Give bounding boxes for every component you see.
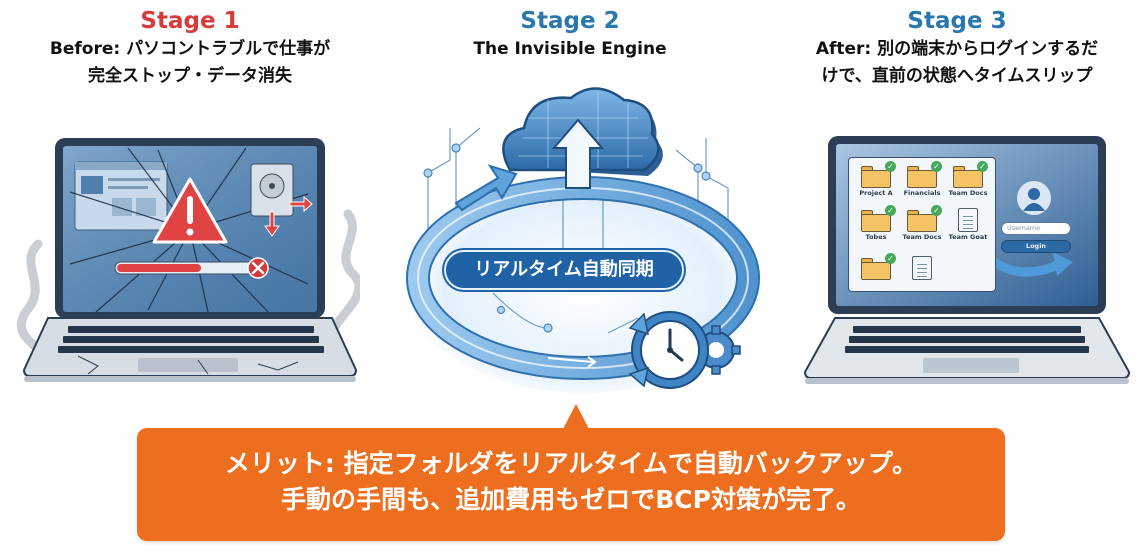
folder-item[interactable]: ✓ Project A <box>853 161 899 197</box>
folder-icon: ✓ <box>907 205 942 232</box>
app-window-icon <box>74 161 168 231</box>
restored-files-panel: ✓ Project A ✓ Financials ✓ Team Docs ✓ T… <box>848 157 996 292</box>
stage-3-desc-line1: After: 別の端末からログインするだ <box>815 39 1099 59</box>
folder-item[interactable]: ✓ Team Docs <box>902 205 942 241</box>
folder-icon: ✓ <box>861 161 896 188</box>
folder-icon: ✓ <box>861 205 896 232</box>
merit-line-2: 手動の手間も、追加費用もゼロでBCP対策が完了。 <box>281 485 861 514</box>
folder-item[interactable]: ✓ Financials <box>903 161 942 197</box>
clock-icon <box>628 311 741 389</box>
sync-check-icon: ✓ <box>977 161 988 172</box>
broken-laptop-illustration <box>8 134 360 392</box>
sync-check-icon: ✓ <box>931 161 942 172</box>
stage-1-title: Stage 1 <box>140 8 240 34</box>
sync-check-icon: ✓ <box>885 205 896 216</box>
sync-check-icon: ✓ <box>885 253 896 264</box>
failed-progress-bar <box>114 257 269 279</box>
stage-2-header: Stage 2 The Invisible Engine <box>420 6 720 63</box>
merit-line-1: メリット: 指定フォルダをリアルタイムで自動バックアップ。 <box>224 449 918 478</box>
stage-1-desc-line1: Before: パソコントラブルで仕事が <box>49 39 331 59</box>
folder-icon: ✓ <box>907 161 942 188</box>
sync-check-icon: ✓ <box>885 161 896 172</box>
document-icon <box>958 208 978 232</box>
stage-3-title: Stage 3 <box>907 8 1007 34</box>
realtime-sync-label: リアルタイム自動同期 <box>444 250 684 290</box>
stage-2-title: Stage 2 <box>520 8 620 34</box>
document-icon <box>912 256 932 280</box>
sync-check-icon: ✓ <box>931 205 942 216</box>
merit-callout: メリット: 指定フォルダをリアルタイムで自動バックアップ。 手動の手間も、追加費… <box>137 404 1005 541</box>
folder-item[interactable]: ✓ Tobes <box>853 205 899 241</box>
username-field[interactable]: Username <box>1001 222 1071 235</box>
user-avatar-icon <box>1017 181 1051 215</box>
cloud-sync-engine-illustration <box>398 78 768 398</box>
folder-item[interactable]: ✓ Team Docs <box>948 161 988 197</box>
folder-item[interactable]: ✓ <box>853 253 899 280</box>
cloud-upload-icon <box>502 87 663 189</box>
stage-3-desc-line2: けで、直前の状態へタイムスリップ <box>821 66 1093 86</box>
stage-2-desc: The Invisible Engine <box>473 39 667 59</box>
warning-triangle-icon <box>152 177 228 244</box>
stage-1-desc-line2: 完全ストップ・データ消失 <box>88 66 292 86</box>
stage-3-header: Stage 3 After: 別の端末からログインするだ けで、直前の状態へタイ… <box>770 6 1144 90</box>
login-button[interactable]: Login <box>1001 240 1071 253</box>
stage-1-header: Stage 1 Before: パソコントラブルで仕事が 完全ストップ・データ消… <box>0 6 380 90</box>
folder-icon: ✓ <box>861 253 896 280</box>
document-item[interactable] <box>899 256 945 280</box>
folder-icon: ✓ <box>953 161 988 188</box>
document-item[interactable]: Team Goat <box>945 208 991 241</box>
hard-drive-icon <box>250 163 313 237</box>
